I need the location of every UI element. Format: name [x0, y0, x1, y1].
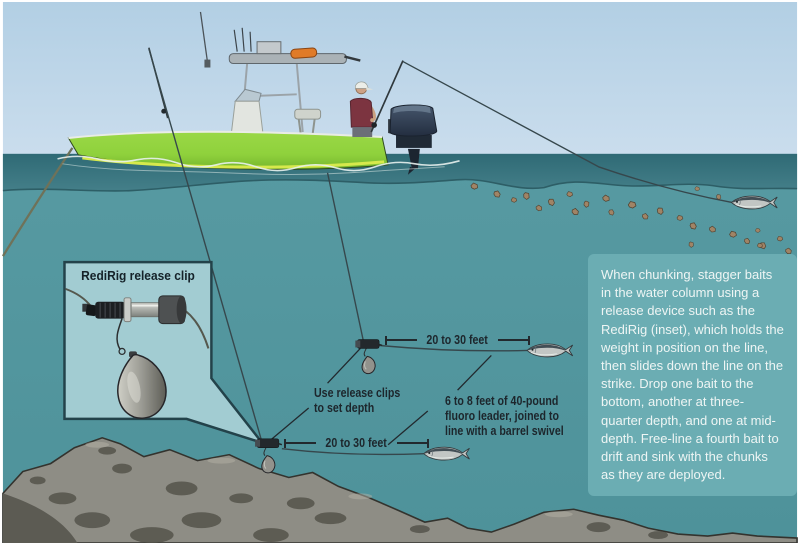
anchor-line: [2, 147, 74, 257]
waterline-foam: [57, 155, 460, 172]
dimension-top: 20 to 30 feet: [385, 332, 531, 347]
seafloor-rocks: [2, 436, 798, 543]
dimension-line: [497, 339, 529, 341]
dimension-tick: [385, 335, 387, 345]
line-to-mid-rig: [326, 172, 364, 341]
dimension-line: [387, 339, 418, 341]
dimension-bottom: 20 to 30 feet: [284, 435, 430, 450]
line-to-bottom-rig: [148, 48, 262, 439]
dimension-top-label: 20 to 30 feet: [426, 332, 489, 347]
boat: [57, 11, 460, 176]
subsurface-wave-line: [2, 178, 798, 192]
description-panel: When chunking, stagger baits in the wate…: [588, 254, 797, 497]
dimension-line: [286, 442, 317, 444]
inset-title: RediRig release clip: [81, 268, 195, 283]
fishing-lines: [148, 48, 733, 456]
sinker-weight-inset: [117, 353, 167, 419]
angler: [349, 81, 377, 138]
release-clips-label: Use release clips to set depth: [314, 386, 401, 415]
stern-fishing-rod: [370, 60, 404, 133]
dimension-tick: [427, 438, 430, 448]
dimension-tick: [528, 335, 531, 345]
bottom-leader-line: [281, 448, 424, 456]
dimension-tick: [284, 438, 286, 448]
free-line: [402, 60, 733, 204]
cap: [354, 81, 369, 89]
fluoro-leader-label: 6 to 8 feet of 40-pound fluoro leader, j…: [445, 394, 564, 438]
inset-panel: [63, 260, 266, 446]
orange-gear-roll: [290, 47, 318, 59]
dimension-bottom-label: 20 to 30 feet: [325, 435, 388, 450]
mid-leader-line: [379, 344, 528, 352]
redirig-device: [65, 287, 210, 419]
dimension-line: [396, 442, 428, 444]
